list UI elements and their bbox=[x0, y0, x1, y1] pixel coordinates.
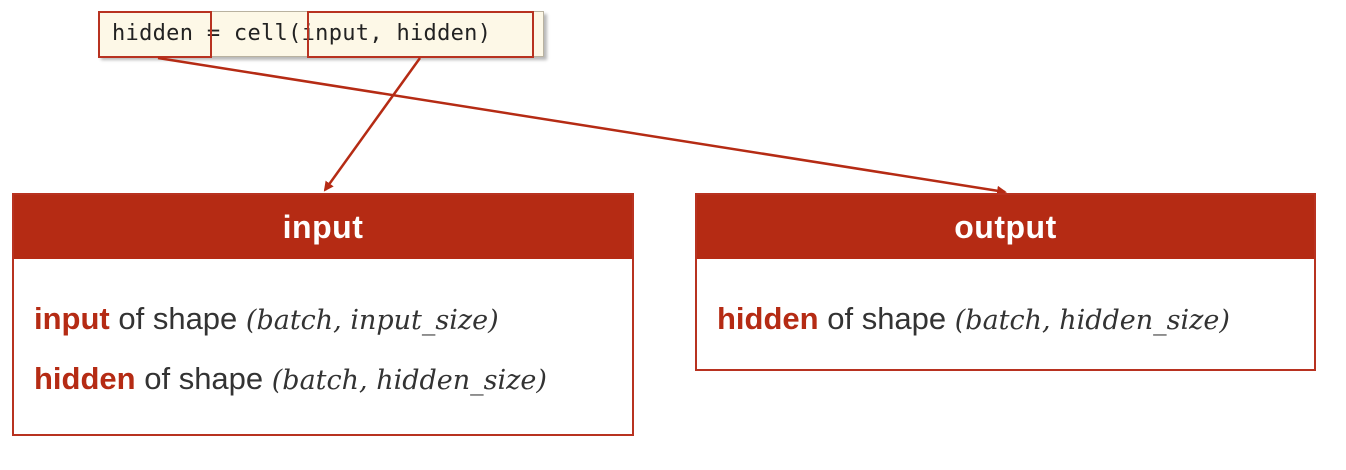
input-row-input: input of shape (batch, input_size) bbox=[34, 301, 499, 337]
input-row-keyword: input bbox=[34, 301, 110, 336]
input-panel: input input of shape (batch, input_size)… bbox=[12, 193, 634, 436]
output-panel-title: output bbox=[697, 195, 1314, 259]
output-row-keyword: hidden bbox=[717, 301, 819, 336]
input-row-shape: (batch, hidden_size) bbox=[271, 365, 547, 396]
arrow-hidden-to-output bbox=[157, 56, 1007, 196]
input-row-hidden: hidden of shape (batch, hidden_size) bbox=[34, 361, 547, 397]
highlight-return-value bbox=[98, 11, 212, 58]
arrow-args-to-input bbox=[323, 57, 422, 192]
input-row-text: of shape bbox=[135, 361, 272, 396]
input-row-keyword: hidden bbox=[34, 361, 136, 396]
output-panel: output hidden of shape (batch, hidden_si… bbox=[695, 193, 1316, 371]
highlight-arguments bbox=[307, 11, 534, 58]
output-row-text: of shape bbox=[818, 301, 955, 336]
input-row-text: of shape bbox=[109, 301, 246, 336]
output-row-hidden: hidden of shape (batch, hidden_size) bbox=[717, 301, 1230, 337]
input-row-shape: (batch, input_size) bbox=[245, 305, 499, 336]
output-row-shape: (batch, hidden_size) bbox=[954, 305, 1230, 336]
input-panel-title: input bbox=[14, 195, 632, 259]
